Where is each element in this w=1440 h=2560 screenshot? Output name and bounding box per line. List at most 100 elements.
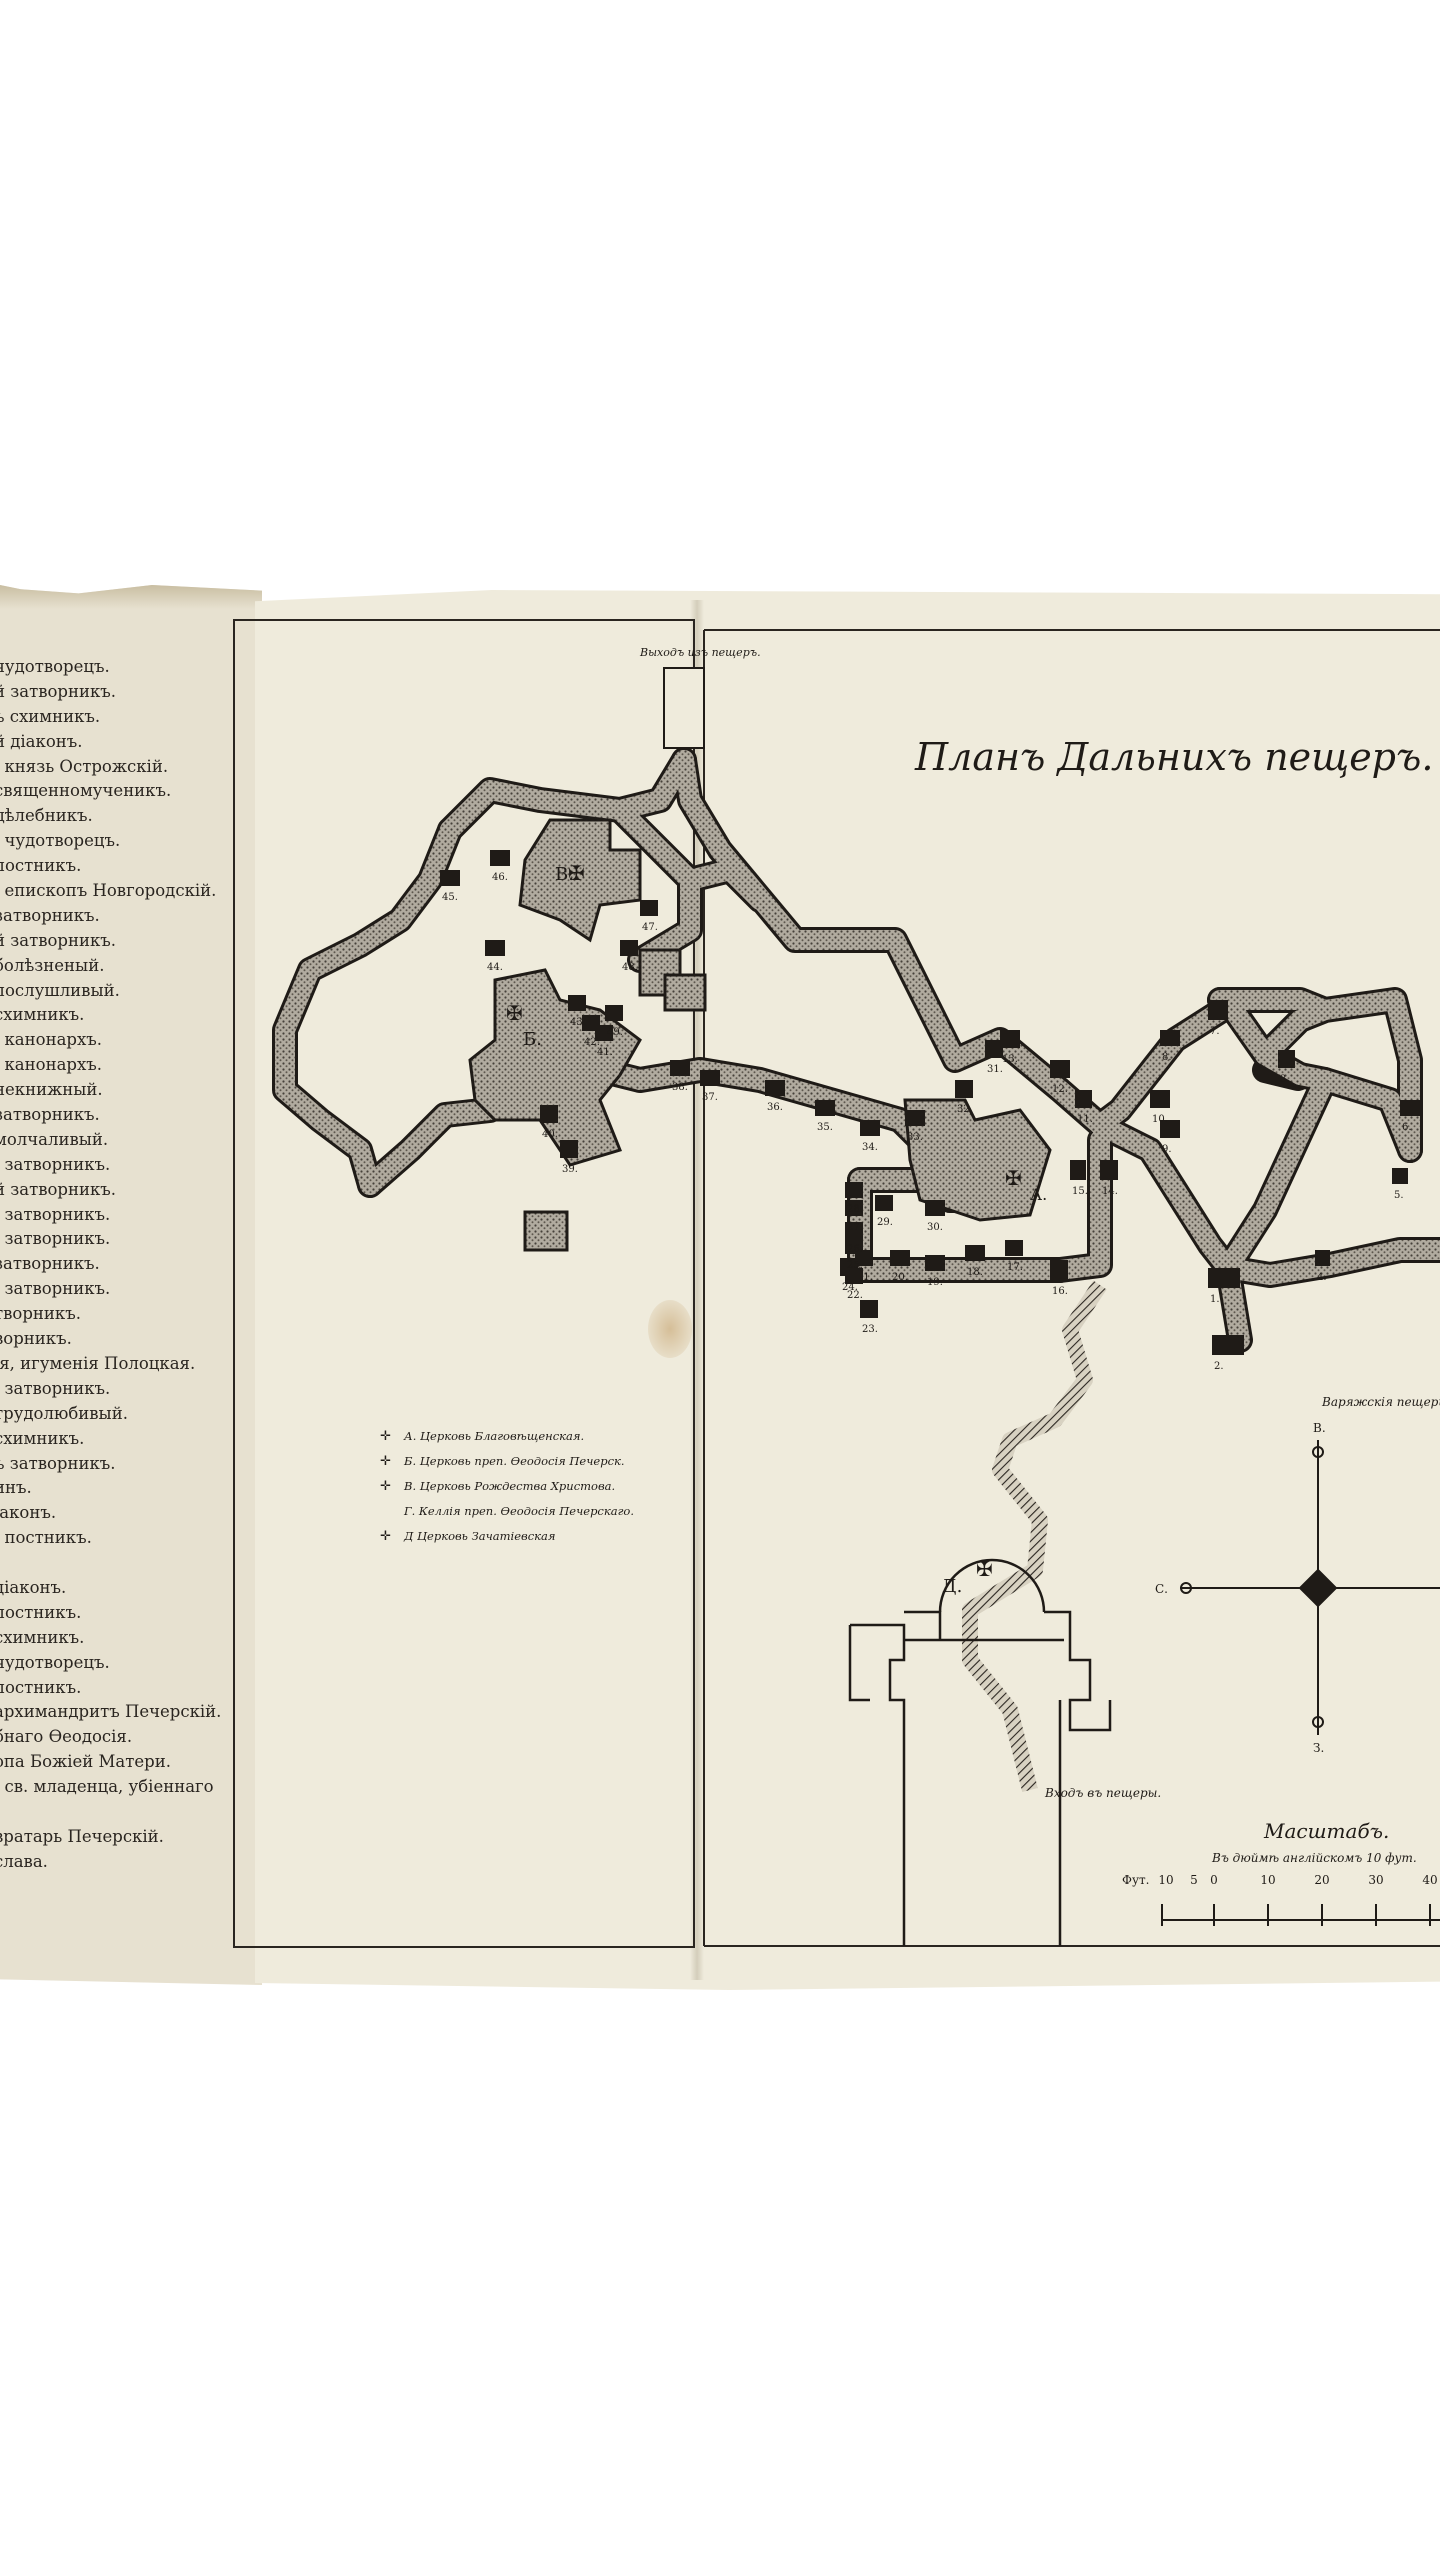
index-entry: схимникъ. <box>0 1428 85 1448</box>
cell-number: 9. <box>1162 1144 1172 1155</box>
cell-number: 13. <box>1002 1054 1018 1065</box>
cell-number: 5. <box>1394 1190 1404 1201</box>
cell-number: 29. <box>877 1217 893 1228</box>
index-entry: постникъ. <box>0 1602 82 1622</box>
index-entry: вратарь Печерскій. <box>0 1826 164 1846</box>
index-entry: . чудотворецъ. <box>0 831 121 851</box>
index-entry: й затворникъ. <box>0 681 117 701</box>
index-entry: й затворникъ. <box>0 930 117 950</box>
burial-cell <box>985 1040 1003 1058</box>
burial-cell <box>1160 1030 1180 1046</box>
scale-unit: Фут. <box>1122 1873 1149 1887</box>
burial-cell <box>700 1070 720 1086</box>
cell-number: 41. <box>597 1047 613 1058</box>
scale-title: Масштабъ. <box>1263 1819 1389 1843</box>
cell-number: 46. <box>492 872 508 883</box>
church-a-cross: ✠ <box>1005 1166 1022 1190</box>
entrance-label: Входъ въ пещеры. <box>1044 1786 1161 1800</box>
compass-rose <box>1180 1440 1440 1735</box>
cell-number: 3. <box>1280 1074 1290 1085</box>
burial-cell <box>485 940 505 956</box>
index-entry: . затворникъ. <box>0 1204 111 1224</box>
church-v-cross: ✠ <box>568 861 585 885</box>
cell-number: 8. <box>1162 1052 1172 1063</box>
legend-cross-icon: ✛ <box>380 1429 391 1444</box>
burial-cell <box>1315 1250 1330 1266</box>
exit-label: Выходъ изъ пещеръ. <box>639 646 761 659</box>
church-a-letter: А. <box>1030 1185 1047 1204</box>
burial-cell <box>1050 1060 1070 1078</box>
burial-cell <box>890 1250 910 1266</box>
burial-cell <box>1208 1268 1240 1288</box>
index-entry: трудолюбивый. <box>0 1403 128 1423</box>
burial-cell <box>925 1200 945 1216</box>
index-entry: ъ затворникъ. <box>0 1453 116 1473</box>
burial-cell <box>1075 1090 1092 1108</box>
left-frame <box>233 619 695 1948</box>
burial-cell <box>582 1015 600 1031</box>
index-entry: іаконъ. <box>0 1503 57 1523</box>
index-entry: й діаконъ. <box>0 731 83 751</box>
cell-number: 39. <box>562 1164 578 1175</box>
saints-index-list: чудотворецъ.й затворникъ.ъ схимникъ.й ді… <box>0 655 254 1875</box>
church-v-block <box>518 818 642 943</box>
church-b-letter: Б. <box>523 1029 542 1050</box>
cell-number: 42. <box>584 1037 600 1048</box>
cell-number: 4. <box>1317 1272 1327 1283</box>
index-entry: діаконъ. <box>0 1577 67 1597</box>
legend-entry: В. Церковь Рождества Христова. <box>403 1479 615 1493</box>
right-frame <box>703 629 1440 1947</box>
burial-cell <box>1208 1000 1228 1020</box>
burial-cell <box>905 1110 925 1126</box>
index-entry: . епископъ Новгородскій. <box>0 881 217 901</box>
cell-number: 6. <box>1402 1122 1412 1133</box>
burial-cell <box>925 1255 945 1271</box>
burial-cell <box>845 1222 863 1238</box>
cell-number: 43. <box>570 1017 586 1028</box>
scale-subtitle: Въ дюймѣ англійскомъ 10 фут. <box>1211 1851 1417 1865</box>
cell-number: 14. <box>1102 1186 1118 1197</box>
index-entry: постникъ. <box>0 1677 82 1697</box>
burial-cell <box>860 1300 878 1318</box>
index-entry: чудотворецъ. <box>0 1652 110 1672</box>
index-entry: . затворникъ. <box>0 1229 111 1249</box>
burial-cell <box>875 1195 893 1211</box>
cell-number: 40. <box>542 1129 558 1140</box>
burial-cell <box>840 1258 858 1276</box>
legend-cross-icon: ✛ <box>380 1454 391 1469</box>
church-v-letter: В. <box>555 864 574 885</box>
index-entry: инъ. <box>0 1478 32 1498</box>
cell-number: 2. <box>1214 1361 1224 1372</box>
burial-cell <box>815 1100 835 1116</box>
cell-number: 7. <box>1210 1026 1220 1037</box>
church-blocks <box>468 818 1052 1252</box>
index-entry: ворникъ. <box>0 1329 72 1349</box>
burial-cell <box>955 1080 973 1098</box>
burial-cell <box>1070 1160 1086 1180</box>
burial-cell <box>490 850 510 866</box>
burial-cell <box>1100 1160 1118 1180</box>
index-entry: болѣзненый. <box>0 955 105 975</box>
index-entry: . князь Острожскій. <box>0 756 169 776</box>
burial-cell <box>765 1080 785 1096</box>
scale-tick-label: 40 <box>1422 1873 1437 1887</box>
church-a-block <box>903 1098 1052 1222</box>
index-entry: . канонархъ. <box>0 1030 103 1050</box>
burial-cell <box>1212 1335 1244 1355</box>
church-d-cross: ✠ <box>976 1557 993 1581</box>
burial-cells: 1.2.3.4.5.6.7.8.9.10.11.12.13.14.15.16.1… <box>440 850 1420 1372</box>
cell-number: 47. <box>642 922 658 933</box>
burial-cell <box>560 1140 578 1158</box>
cell-number: 45. <box>442 892 458 903</box>
cell-number: 37. <box>702 1092 718 1103</box>
burial-cell <box>540 1105 558 1123</box>
left-page <box>0 585 262 1985</box>
legend-entry: А. Церковь Благовѣщенская. <box>403 1429 584 1443</box>
index-entry: . св. младенца, убіеннаго <box>0 1777 214 1797</box>
burial-cell <box>1150 1090 1170 1108</box>
index-entry: затворникъ. <box>0 1254 100 1274</box>
map-legend: ✛А. Церковь Благовѣщенская.✛Б. Церковь п… <box>380 1429 634 1544</box>
cell-number: 23. <box>862 1324 878 1335</box>
index-entry: . канонархъ. <box>0 1055 103 1075</box>
